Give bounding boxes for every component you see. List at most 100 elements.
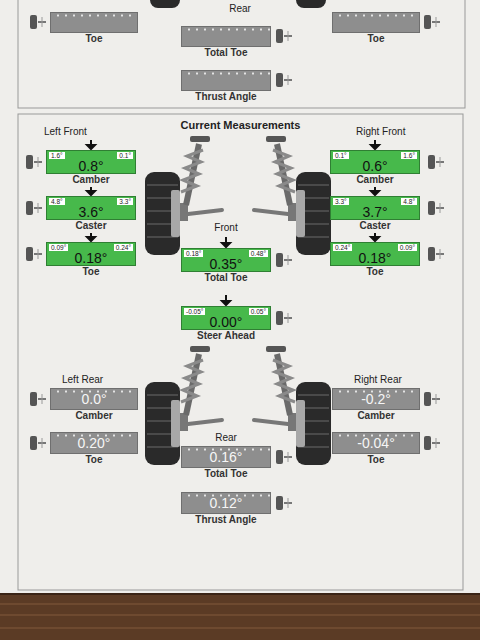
adjust-icon — [428, 155, 444, 169]
gauge-bar: -0.2° — [332, 388, 420, 410]
adjust-icon — [276, 311, 292, 325]
adjust-icon — [276, 496, 292, 510]
measurement-value: 0.8° — [47, 159, 135, 173]
range-min: 4.8° — [49, 198, 65, 205]
gauge-bar: 1.6°0.1°0.8° — [46, 150, 136, 174]
adjust-icon — [428, 247, 444, 261]
measurement-value: -0.04° — [333, 433, 419, 453]
gauge-bar: 0.24° 0.09°0.18° — [330, 242, 420, 266]
adjust-icon — [276, 73, 292, 87]
section-label: Right Front — [356, 126, 405, 137]
pointer-arrow — [222, 237, 230, 247]
gauge-caption: Thrust Angle — [181, 91, 271, 102]
alignment-gauge: -0.05°0.05°0.00°Steer Ahead — [181, 306, 271, 341]
measurement-value: 0.18° — [47, 251, 135, 265]
measurement-value: -0.2° — [333, 389, 419, 409]
tire — [296, 0, 326, 8]
gauge-bar: 0.0° — [50, 388, 138, 410]
adjust-icon — [424, 15, 440, 29]
range-min: 3.3° — [333, 198, 349, 205]
gauge-caption: Toe — [50, 454, 138, 465]
section-label: Left Rear — [62, 374, 103, 385]
gauge-bar: 3.3° 4.8°3.7° — [330, 196, 420, 220]
wood-table — [0, 594, 480, 640]
measurement-value: 0.20° — [51, 433, 137, 453]
section-label: Right Rear — [354, 374, 402, 385]
alignment-gauge: 3.3°4.8°3.7°Caster — [330, 196, 420, 231]
adjust-icon — [276, 29, 292, 43]
alignment-gauge: Thrust Angle — [181, 70, 271, 102]
gauge-bar: 0.20° — [50, 432, 138, 454]
range-max: 0.09° — [398, 244, 417, 251]
measurement-value: 0.0° — [51, 389, 137, 409]
gauge-caption: Camber — [330, 174, 420, 185]
alignment-gauge: Total Toe — [181, 26, 271, 58]
alignment-gauge: 0.16°Total Toe — [181, 446, 271, 479]
gauge-caption: Camber — [46, 174, 136, 185]
range-min: 0.1° — [333, 152, 349, 159]
range-max: 0.1° — [117, 152, 133, 159]
tire — [150, 0, 180, 8]
pointer-arrow — [87, 140, 95, 149]
range-min: 0.09° — [49, 244, 68, 251]
gauge-bar: 4.8° 3.3°3.6° — [46, 196, 136, 220]
gauge-caption: Toe — [50, 33, 138, 44]
alignment-gauge: 0.09°0.24°0.18°Toe — [46, 242, 136, 277]
adjust-icon — [26, 155, 42, 169]
gauge-caption: Total Toe — [181, 47, 271, 58]
gauge-bar — [181, 26, 271, 47]
pointer-arrow — [371, 233, 379, 241]
section-label: Left Front — [44, 126, 87, 137]
pointer-arrow — [222, 295, 230, 305]
range-min: 0.24° — [333, 244, 352, 251]
gauge-caption: Toe — [332, 33, 420, 44]
adjust-icon — [428, 201, 444, 215]
measurement-value: 0.18° — [331, 251, 419, 265]
adjust-icon — [30, 15, 46, 29]
range-max: 0.48° — [249, 250, 268, 257]
gauge-caption: Total Toe — [181, 272, 271, 283]
panel-border — [18, 114, 463, 590]
paper-edge — [0, 593, 480, 595]
alignment-gauge: 0.12°Thrust Angle — [181, 492, 271, 525]
adjust-icon — [30, 436, 46, 450]
range-max: 4.8° — [401, 198, 417, 205]
adjust-icon — [276, 450, 292, 464]
measurement-value: 3.7° — [331, 205, 419, 219]
range-max: 1.6° — [401, 152, 417, 159]
pointer-arrow — [87, 233, 95, 241]
range-max: 0.24° — [114, 244, 133, 251]
gauge-bar: 0.18° 0.48°0.35° — [181, 248, 271, 272]
pointer-arrow — [371, 187, 379, 195]
adjust-icon — [424, 436, 440, 450]
section-label: Rear — [181, 432, 271, 443]
alignment-gauge: 1.6°0.1°0.8°Camber — [46, 150, 136, 185]
gauge-bar: 0.09° 0.24°0.18° — [46, 242, 136, 266]
pointer-arrow — [371, 140, 379, 149]
pointer-arrow — [87, 187, 95, 195]
gauge-caption: Caster — [46, 220, 136, 231]
gauge-bar — [50, 12, 138, 33]
measurement-value: 3.6° — [47, 205, 135, 219]
measurement-value: 0.00° — [182, 315, 270, 329]
gauge-bar: 0.12° — [181, 492, 271, 514]
gauge-caption: Steer Ahead — [181, 330, 271, 341]
measurement-value: 0.35° — [182, 257, 270, 271]
alignment-gauge: 0.0°Camber — [50, 388, 138, 421]
gauge-bar: 0.16° — [181, 446, 271, 468]
range-max: 3.3° — [117, 198, 133, 205]
measurement-value: 0.12° — [182, 493, 270, 513]
gauge-caption: Camber — [332, 410, 420, 421]
gauge-caption: Total Toe — [181, 468, 271, 479]
paper — [0, 0, 480, 594]
wood-grain — [0, 604, 480, 628]
section-label: Front — [181, 222, 271, 233]
gauge-caption: Camber — [50, 410, 138, 421]
alignment-gauge: 0.1° 1.6°0.6°Camber — [330, 150, 420, 185]
measurement-value: 0.6° — [331, 159, 419, 173]
alignment-gauge: 4.8° 3.3°3.6°Caster — [46, 196, 136, 231]
adjust-icon — [26, 247, 42, 261]
gauge-caption: Toe — [332, 454, 420, 465]
range-min: 0.18° — [184, 250, 203, 257]
alignment-gauge: 0.18° 0.48°0.35°Total Toe — [181, 248, 271, 283]
